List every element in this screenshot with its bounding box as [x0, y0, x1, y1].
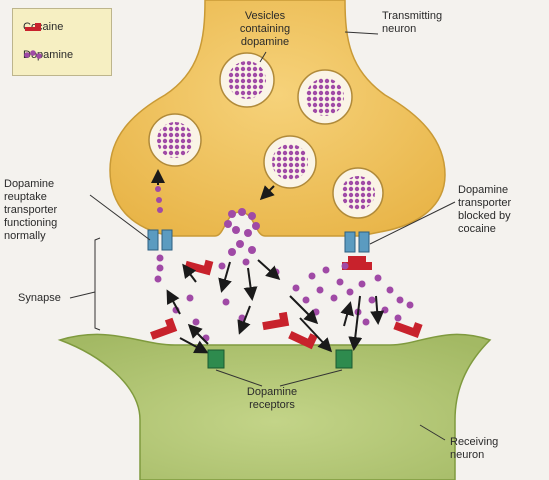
vesicle — [297, 69, 353, 125]
vesicle — [263, 135, 317, 189]
cocaine-icon — [25, 23, 41, 31]
legend: Cocaine Dopamine — [12, 8, 112, 76]
blocked-transporter — [342, 231, 372, 270]
dopamine-receptors-label: Dopamine receptors — [246, 386, 298, 411]
blocked-transporter-label: Dopamine transporter blocked by cocaine — [458, 184, 512, 235]
dopamine-receptor — [335, 349, 353, 369]
vesicle — [332, 167, 384, 219]
legend-item-dopamine: Dopamine — [23, 49, 73, 61]
legend-item-cocaine: Cocaine — [23, 21, 63, 33]
transmitting-neuron-label: Transmitting neuron — [382, 10, 443, 35]
reuptake-transporter-label: Dopamine reuptake transporter functionin… — [4, 178, 58, 242]
dopamine-receptor — [207, 349, 225, 369]
vesicle — [219, 52, 275, 108]
cocaine-molecule — [150, 259, 423, 350]
receiving-neuron-label: Receiving neuron — [450, 436, 499, 461]
receiving-neuron — [57, 333, 492, 480]
reuptake-transporter — [147, 229, 173, 251]
synapse-label: Synapse — [18, 292, 61, 304]
vesicles-label: Vesicles containing dopamine — [239, 10, 291, 48]
dopamine-icon — [24, 50, 42, 59]
vesicle — [148, 113, 202, 167]
released-dopamine — [224, 208, 260, 256]
leader-lines — [69, 31, 456, 441]
